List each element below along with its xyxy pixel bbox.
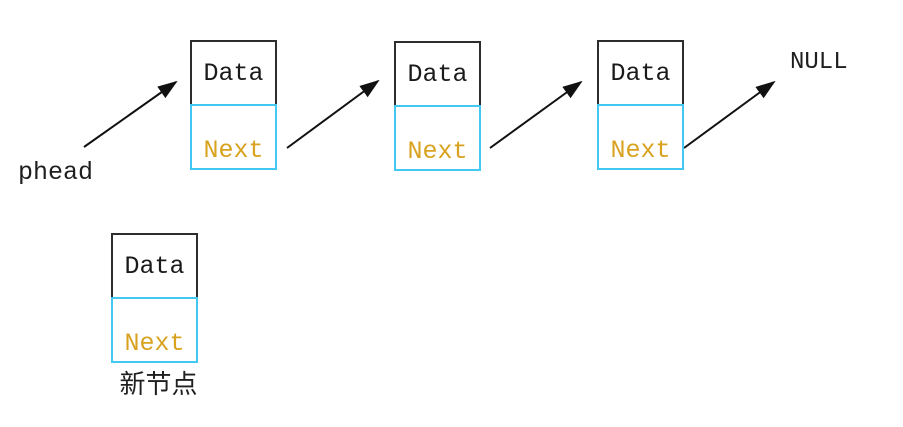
- new-node-data-cell: Data: [111, 233, 198, 299]
- new-node-next-label: Next: [124, 329, 185, 358]
- node1-next-cell: Next: [190, 104, 277, 170]
- node2-data-label: Data: [407, 59, 468, 89]
- arrow-node1-to-node2-icon: [286, 79, 380, 149]
- node3-data-label: Data: [610, 58, 671, 88]
- new-node: Data Next: [111, 233, 198, 363]
- list-node-1: Data Next: [190, 40, 277, 170]
- node2-data-cell: Data: [394, 41, 481, 107]
- list-node-3: Data Next: [597, 40, 684, 170]
- node3-next-cell: Next: [597, 104, 684, 170]
- arrow-node2-to-node3-icon: [489, 80, 583, 149]
- node1-data-label: Data: [203, 58, 264, 88]
- node2-next-cell: Next: [394, 105, 481, 171]
- node3-next-label: Next: [610, 136, 671, 165]
- node1-next-label: Next: [203, 136, 264, 165]
- arrow-phead-to-node1-icon: [83, 80, 178, 148]
- phead-label: phead: [18, 158, 94, 187]
- new-node-next-cell: Next: [111, 297, 198, 363]
- new-node-data-label: Data: [124, 251, 185, 281]
- null-label: NULL: [790, 49, 848, 76]
- list-node-2: Data Next: [394, 41, 481, 171]
- node1-data-cell: Data: [190, 40, 277, 106]
- new-node-caption: 新节点: [119, 369, 198, 399]
- arrow-node3-to-null-icon: [683, 80, 776, 149]
- node2-next-label: Next: [407, 137, 468, 166]
- node3-data-cell: Data: [597, 40, 684, 106]
